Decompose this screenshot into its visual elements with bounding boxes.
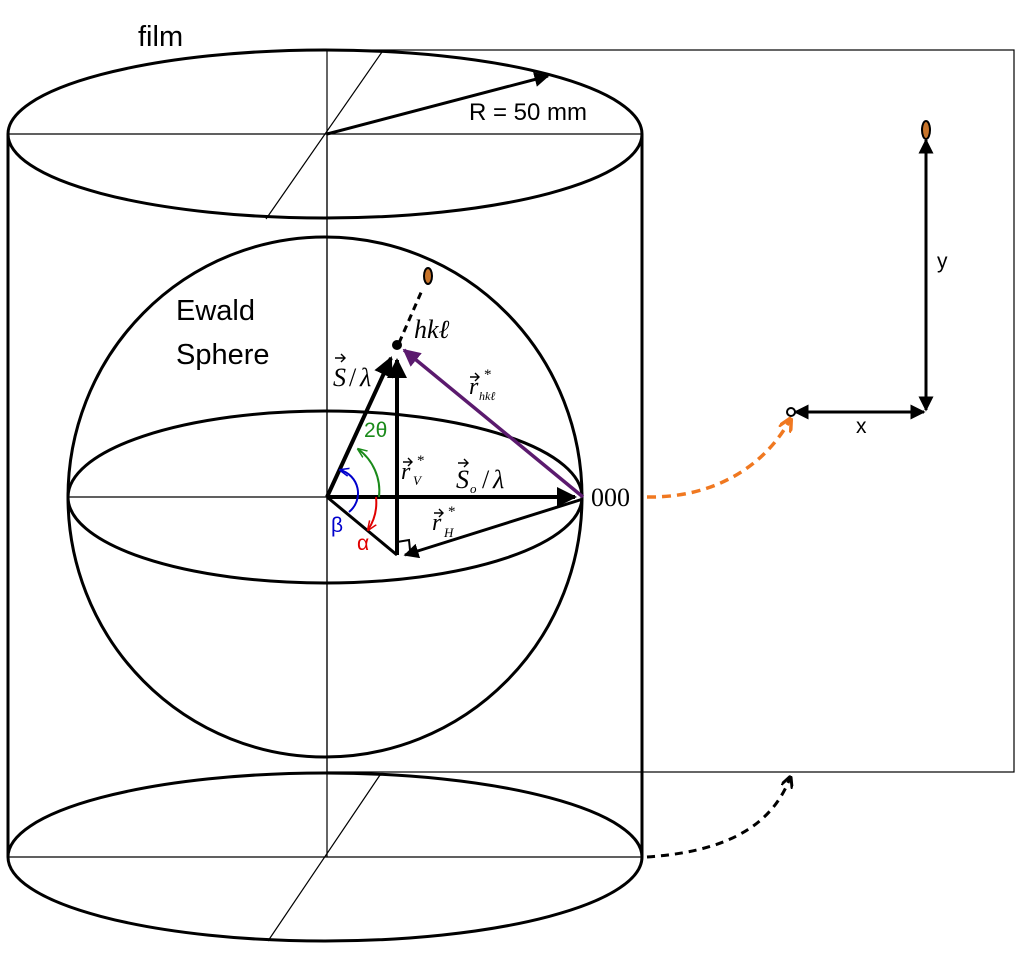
origin-projection-arrow	[646, 420, 790, 499]
ewald-label-line2: Sphere	[176, 339, 270, 371]
reciprocal-symbol: r	[469, 374, 479, 400]
radius-label: R = 50 mm	[469, 99, 587, 126]
incident-divisor: λ	[492, 465, 504, 494]
scattered-vector-arrow	[325, 356, 393, 498]
two-theta-label: 2θ	[364, 419, 387, 442]
alpha-arc	[368, 496, 378, 530]
alpha-label: α	[357, 532, 369, 555]
radius-arrow	[326, 72, 550, 136]
reciprocal-hkl-label: r * hkℓ	[469, 367, 495, 403]
reciprocal-subscript: hkℓ	[479, 389, 495, 403]
horizontal-superscript: *	[448, 504, 456, 520]
scattered-symbol: S	[333, 363, 346, 392]
vector-overarrow	[335, 353, 346, 363]
reciprocal-hkl-arrow	[402, 348, 585, 499]
x-axis-label: x	[856, 415, 867, 438]
diffracted-ray-extension	[397, 287, 425, 344]
vector-overarrow	[434, 508, 444, 518]
reciprocal-superscript: *	[484, 367, 492, 383]
hkl-label: hkℓ	[414, 315, 450, 344]
film-cylinder	[6, 48, 644, 943]
vector-overarrow	[458, 458, 469, 468]
two-theta-arc	[358, 449, 381, 498]
diffraction-spot-on-film	[921, 120, 931, 140]
right-angle-marker	[396, 538, 411, 551]
hkl-point	[392, 340, 402, 350]
horizontal-symbol: r	[432, 510, 442, 536]
scattered-vector-label: S / λ	[333, 353, 371, 392]
origin-label: 000	[591, 483, 630, 512]
incident-vector-label: S o / λ	[456, 458, 504, 496]
incident-slash: /	[482, 465, 490, 494]
film-origin-point	[786, 407, 796, 417]
vertical-subscript: V	[413, 473, 423, 488]
diffraction-spot-on-sphere	[423, 267, 433, 285]
vertical-reciprocal-label: r * V	[401, 453, 425, 488]
film-label: film	[138, 21, 183, 53]
unroll-projection-arrow	[646, 778, 790, 859]
beta-label: β	[331, 514, 343, 537]
vertical-superscript: *	[417, 453, 425, 469]
top-oblique-diameter	[265, 51, 383, 220]
scattered-slash: /	[349, 363, 357, 392]
horizontal-reciprocal-arrow	[403, 497, 584, 559]
beta-arc	[340, 470, 359, 513]
incident-subscript: o	[470, 481, 477, 496]
incident-symbol: S	[456, 465, 469, 494]
vector-overarrow	[470, 372, 480, 382]
projection-lower-edge	[326, 495, 398, 557]
ewald-label-line1: Ewald	[176, 295, 255, 327]
horizontal-reciprocal-label: r * H	[432, 504, 456, 540]
vector-overarrow	[403, 457, 413, 467]
y-axis-label: y	[937, 250, 948, 273]
vertical-symbol: r	[401, 459, 411, 485]
bottom-oblique-diameter	[267, 774, 381, 942]
scattered-divisor: λ	[359, 363, 371, 392]
horizontal-subscript: H	[443, 525, 454, 540]
